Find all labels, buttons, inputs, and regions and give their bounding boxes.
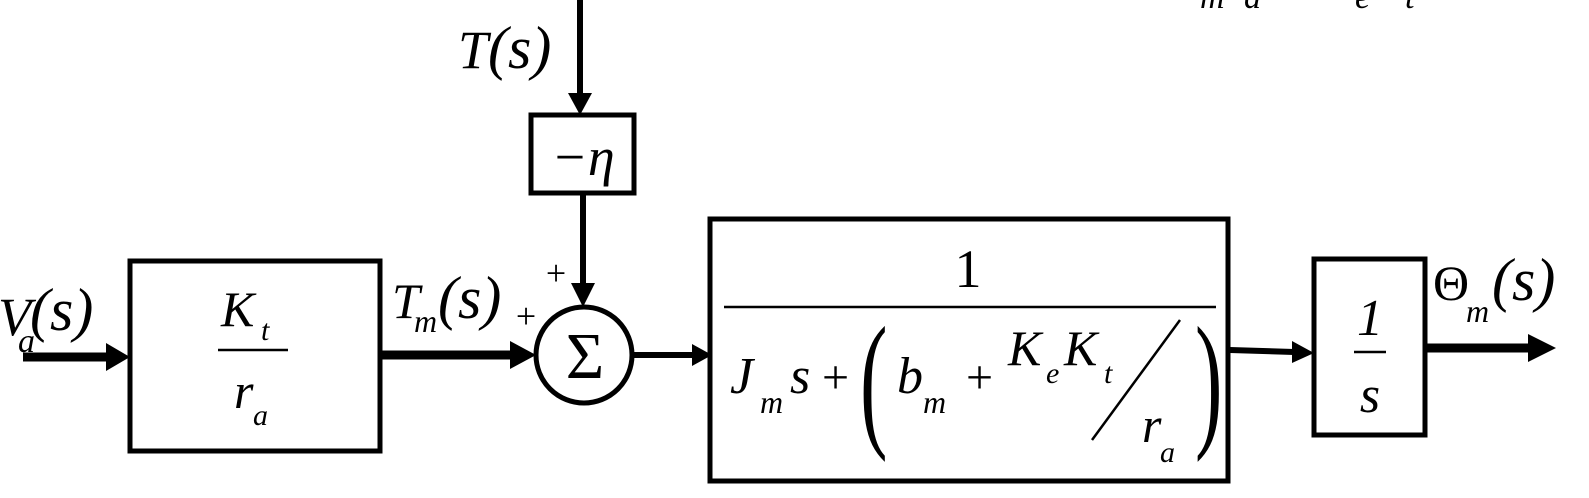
plant-denominator: J m s + ( b m + K e K t r a ) bbox=[730, 297, 1222, 469]
svg-text:(s): (s) bbox=[1492, 247, 1555, 313]
disturbance-arrowhead bbox=[568, 93, 592, 115]
eta-label: −η bbox=[551, 127, 614, 187]
svg-text:m: m bbox=[923, 384, 946, 420]
svg-text:J: J bbox=[730, 348, 756, 405]
integrator-block bbox=[1311, 256, 1428, 438]
svg-text:V: V bbox=[0, 287, 37, 347]
input-arrowhead bbox=[106, 343, 130, 371]
sum-sign-top: + bbox=[546, 253, 566, 293]
svg-text:r: r bbox=[234, 363, 254, 419]
svg-text:a: a bbox=[1160, 436, 1175, 469]
sigma-symbol: Σ bbox=[566, 320, 604, 393]
svg-text:a: a bbox=[18, 323, 35, 360]
plant-block bbox=[707, 216, 1231, 484]
svg-text:b: b bbox=[897, 348, 923, 405]
disturbance-label: T (s) bbox=[458, 15, 551, 81]
svg-text:): ) bbox=[1195, 297, 1222, 463]
torque-label: T m (s) bbox=[392, 265, 501, 339]
svg-text:e: e bbox=[1046, 357, 1059, 390]
gain-to-sum-arrowhead bbox=[510, 341, 536, 369]
svg-text:t: t bbox=[261, 314, 270, 347]
svg-text:+: + bbox=[966, 351, 993, 404]
sum-to-plant-arrowhead bbox=[692, 344, 712, 366]
input-label: V a (s) bbox=[0, 277, 93, 360]
svg-text:a: a bbox=[253, 399, 268, 432]
svg-text:r: r bbox=[1142, 397, 1162, 453]
svg-text:e: e bbox=[1355, 0, 1370, 16]
plant-to-integrator-line bbox=[1229, 347, 1295, 355]
output-arrowhead bbox=[1528, 334, 1556, 362]
gain-block bbox=[127, 258, 383, 454]
svg-text:K: K bbox=[220, 281, 257, 337]
plant-slash bbox=[1090, 319, 1182, 441]
sum-sign-left: + bbox=[516, 296, 536, 336]
svg-text:(s): (s) bbox=[30, 277, 93, 343]
svg-text:a: a bbox=[1244, 0, 1261, 16]
svg-text:(s): (s) bbox=[488, 15, 551, 81]
output-label: Θ m (s) bbox=[1433, 247, 1555, 329]
svg-text:t: t bbox=[1405, 0, 1416, 16]
svg-text:m: m bbox=[414, 303, 437, 339]
svg-text:(s): (s) bbox=[438, 265, 501, 331]
svg-text:m: m bbox=[1200, 0, 1225, 16]
gain-denominator: r a bbox=[234, 363, 268, 432]
svg-text:s: s bbox=[790, 348, 810, 405]
svg-text:T: T bbox=[392, 273, 423, 329]
eta-to-sum-arrowhead bbox=[571, 283, 595, 307]
plant-numerator: 1 bbox=[955, 239, 982, 299]
svg-text:+: + bbox=[822, 351, 849, 404]
svg-text:K: K bbox=[1063, 320, 1100, 376]
svg-text:m: m bbox=[760, 384, 783, 420]
gain-numerator: K t bbox=[220, 281, 270, 347]
svg-text:t: t bbox=[1104, 357, 1113, 390]
integrator-numerator: 1 bbox=[1357, 290, 1383, 347]
svg-text:m: m bbox=[1466, 293, 1489, 329]
top-right-fragment: m a e t bbox=[1200, 0, 1416, 16]
plant-to-integrator-arrowhead bbox=[1292, 341, 1314, 363]
svg-text:(: ( bbox=[860, 297, 887, 463]
svg-text:Θ: Θ bbox=[1433, 255, 1469, 311]
svg-text:K: K bbox=[1007, 320, 1044, 376]
integrator-denominator: s bbox=[1360, 367, 1380, 424]
svg-text:T: T bbox=[458, 20, 492, 80]
